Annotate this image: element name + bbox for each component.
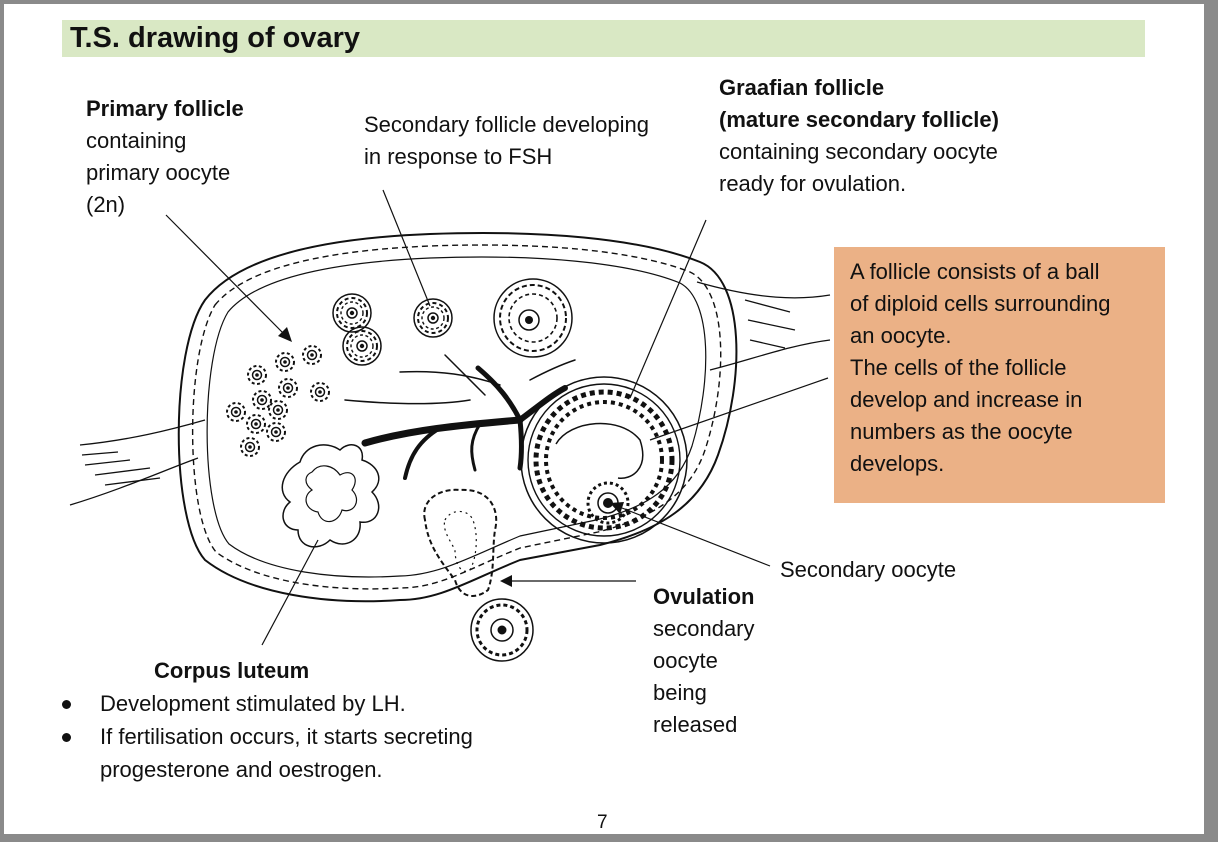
graafian-line: ready for ovulation. bbox=[719, 171, 907, 196]
corpus-luteum-bullets: Development stimulated by LH. If fertili… bbox=[54, 687, 480, 786]
bullet-item: If fertilisation occurs, it starts secre… bbox=[54, 720, 480, 786]
released-oocyte bbox=[470, 598, 534, 662]
bullet-dot bbox=[62, 700, 71, 709]
graafian-heading: Graafian follicle bbox=[719, 75, 885, 100]
primary-follicle-line: primary oocyte bbox=[86, 160, 231, 185]
info-box-text: A follicle consists of a ball of diploid… bbox=[850, 256, 1111, 480]
ovulation-label: Ovulation secondary oocyte being release… bbox=[653, 581, 755, 741]
primary-follicle-heading: Primary follicle bbox=[86, 96, 244, 121]
bullet-text: If fertilisation occurs, it starts secre… bbox=[100, 724, 473, 782]
ovulation-line: secondary bbox=[653, 616, 755, 641]
graafian-follicle bbox=[520, 376, 688, 544]
primary-follicle-line: containing bbox=[86, 128, 187, 153]
info-line: an oocyte. bbox=[850, 323, 952, 348]
ligament-right bbox=[696, 281, 831, 371]
pointer-lines bbox=[165, 189, 829, 646]
secondary-follicle-label: Secondary follicle developing in respons… bbox=[364, 109, 649, 173]
page-number: 7 bbox=[597, 812, 608, 833]
ovulation-line: oocyte bbox=[653, 648, 718, 673]
blood-vessels bbox=[344, 354, 576, 480]
info-line: develop and increase in bbox=[850, 387, 1083, 412]
graafian-follicle-label: Graafian follicle (mature secondary foll… bbox=[719, 72, 999, 200]
info-line: The cells of the follicle bbox=[850, 355, 1067, 380]
ovary-outer-wall bbox=[177, 232, 738, 603]
graafian-subheading: (mature secondary follicle) bbox=[719, 107, 999, 132]
graafian-line: containing secondary oocyte bbox=[719, 139, 998, 164]
info-line: of diploid cells surrounding bbox=[850, 291, 1111, 316]
info-line: A follicle consists of a ball bbox=[850, 259, 1100, 284]
ovulation-line: released bbox=[653, 712, 738, 737]
ovulation-heading: Ovulation bbox=[653, 584, 755, 609]
info-line: develops. bbox=[850, 451, 945, 476]
ovary-diagram bbox=[69, 189, 831, 662]
info-line: numbers as the oocyte bbox=[850, 419, 1073, 444]
ruptured-follicle bbox=[423, 488, 498, 597]
primary-follicle-line: (2n) bbox=[86, 192, 126, 217]
ovulation-line: being bbox=[653, 680, 707, 705]
corpus-luteum-heading: Corpus luteum bbox=[154, 658, 310, 683]
follicle-info-box: A follicle consists of a ball of diploid… bbox=[834, 247, 1165, 503]
title-bar: T.S. drawing of ovary bbox=[62, 20, 1145, 57]
primary-follicle-label: Primary follicle containing primary oocy… bbox=[86, 93, 244, 221]
ligament-left bbox=[69, 419, 206, 506]
corpus-luteum bbox=[281, 444, 380, 548]
worksheet-page: T.S. drawing of ovary bbox=[4, 4, 1204, 834]
primary-follicles bbox=[226, 345, 330, 457]
page-title: T.S. drawing of ovary bbox=[70, 22, 361, 54]
secondary-follicle-line: Secondary follicle developing bbox=[364, 112, 649, 137]
bullet-item: Development stimulated by LH. bbox=[54, 687, 480, 720]
bullet-dot bbox=[62, 733, 71, 742]
ovary-epithelium bbox=[191, 244, 722, 590]
secondary-follicle-line: in response to FSH bbox=[364, 144, 553, 169]
bullet-text: Development stimulated by LH. bbox=[100, 691, 406, 716]
secondary-follicles bbox=[332, 278, 573, 366]
secondary-oocyte-label: Secondary oocyte bbox=[780, 557, 957, 582]
